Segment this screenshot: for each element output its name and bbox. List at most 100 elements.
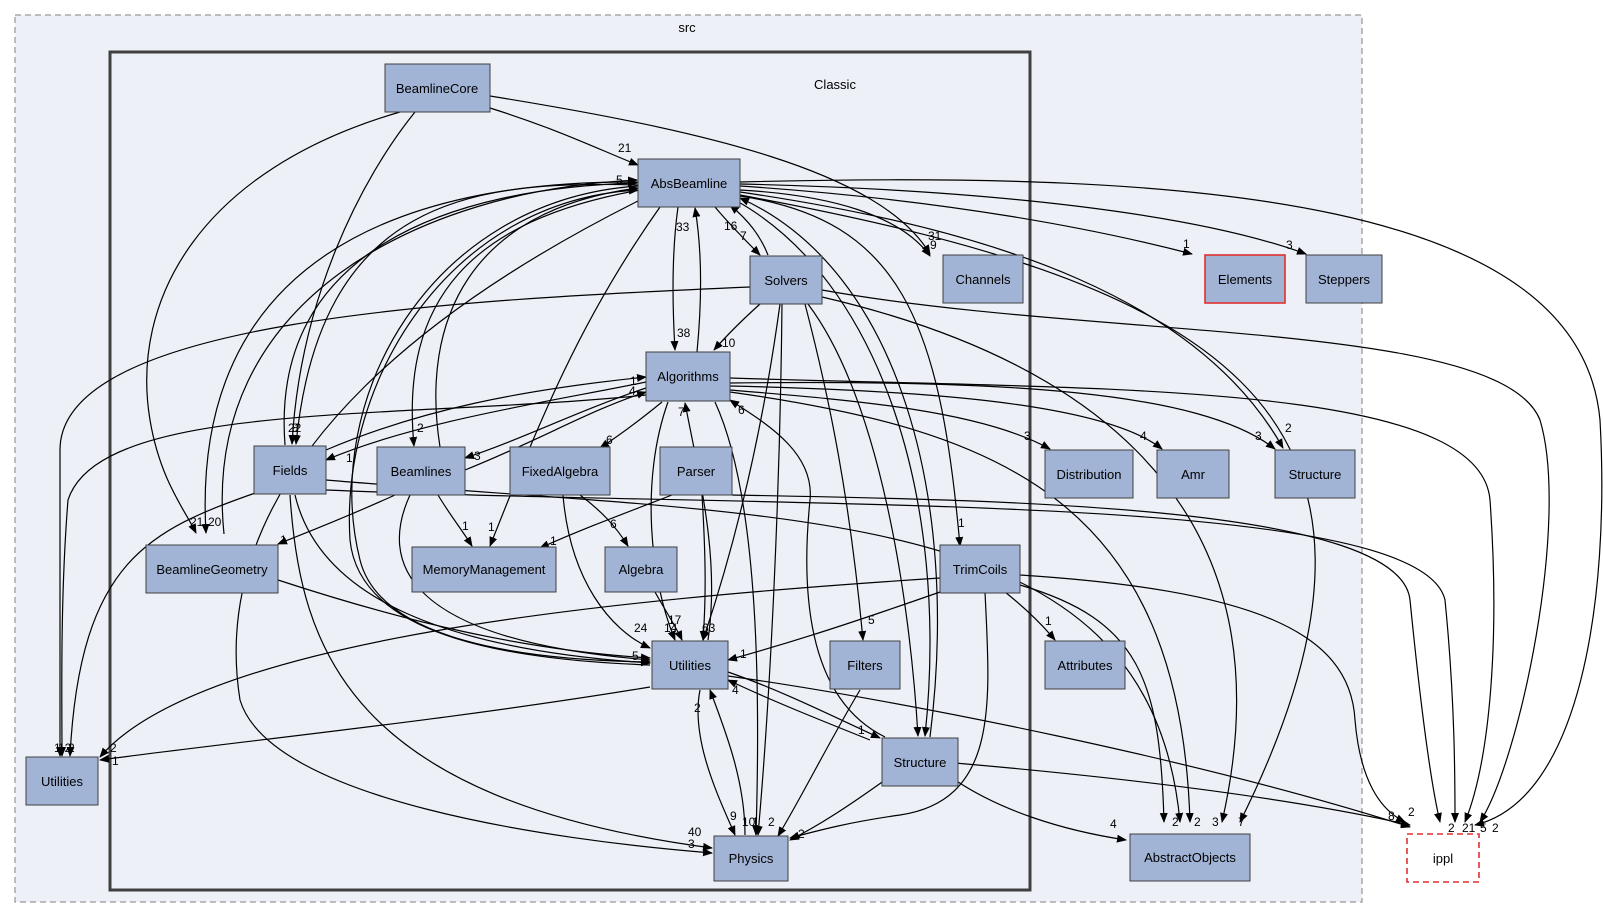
edge-label: 2 bbox=[417, 421, 424, 435]
edge-absbeamline-fields: 8 bbox=[292, 183, 639, 445]
node-trimcoils[interactable]: TrimCoils bbox=[939, 544, 1021, 594]
edge-structure-classic-ippl: 8 bbox=[954, 762, 1411, 827]
node-physics[interactable]: Physics bbox=[713, 835, 789, 882]
node-parser[interactable]: Parser bbox=[659, 446, 733, 496]
edge-filters-physics: 2 bbox=[768, 689, 861, 837]
node-label: Amr bbox=[1181, 467, 1206, 482]
node-structure-classic[interactable]: Structure bbox=[881, 737, 959, 787]
node-elements[interactable]: Elements bbox=[1204, 254, 1286, 304]
edge-label: 33 bbox=[676, 220, 690, 234]
edge-fields-algorithms: 1 bbox=[325, 373, 647, 451]
edge-label: 9 bbox=[730, 809, 737, 823]
edge-beamlinegeometry-absbeamline bbox=[221, 176, 638, 535]
edge-label: 2 bbox=[1448, 821, 1455, 835]
edge-label: 3 bbox=[474, 449, 481, 463]
edges-layer: 21 31 22 21 38 33 16 bbox=[54, 95, 1603, 857]
node-beamlines[interactable]: Beamlines bbox=[376, 446, 466, 496]
edge-label: 24 bbox=[634, 621, 648, 635]
node-distribution[interactable]: Distribution bbox=[1044, 449, 1134, 499]
edge-label: 1 bbox=[346, 451, 353, 465]
edge-label: 1 bbox=[54, 741, 61, 755]
node-fields[interactable]: Fields bbox=[253, 445, 327, 495]
edge-label: 4 bbox=[629, 384, 636, 398]
node-utilities-src[interactable]: Utilities bbox=[25, 756, 99, 806]
edge-absbeamline-channels: 9 bbox=[739, 189, 937, 257]
edge-fixedalgebra-utilities-classic: 24 bbox=[562, 494, 651, 649]
edge-algorithms-amr: 4 bbox=[729, 385, 1163, 450]
node-label: ippl bbox=[1433, 851, 1453, 866]
edge-label: 3 bbox=[1255, 429, 1262, 443]
cluster-src-label: src bbox=[678, 20, 696, 35]
node-label: Channels bbox=[956, 272, 1011, 287]
edge-fields-utilities-classic bbox=[294, 494, 651, 667]
node-utilities-classic[interactable]: Utilities bbox=[651, 640, 729, 690]
node-filters[interactable]: Filters bbox=[829, 640, 901, 690]
node-label: Fields bbox=[273, 463, 308, 478]
edge-label: 2 bbox=[1492, 821, 1499, 835]
node-label: Parser bbox=[677, 464, 716, 479]
edge-label: 40 bbox=[688, 825, 702, 839]
node-amr[interactable]: Amr bbox=[1156, 449, 1230, 499]
edge-label: 2 bbox=[68, 741, 75, 755]
node-channels[interactable]: Channels bbox=[942, 254, 1024, 304]
edge-label: 16 bbox=[724, 219, 738, 233]
node-solvers[interactable]: Solvers bbox=[749, 255, 823, 305]
node-algebra[interactable]: Algebra bbox=[604, 546, 678, 593]
edge-absbeamline-steppers: 3 bbox=[739, 183, 1307, 255]
node-ippl[interactable]: ippl bbox=[1406, 833, 1480, 883]
edge-trimcoils-utilities-src: 2 bbox=[99, 577, 941, 758]
edge-algorithms-beamlines: 3 bbox=[464, 387, 647, 463]
edge-trimcoils-physics bbox=[789, 591, 989, 840]
node-label: Distribution bbox=[1056, 467, 1121, 482]
edge-fields-ippl: 2 bbox=[325, 489, 1459, 835]
node-absbeamline[interactable]: AbsBeamline bbox=[637, 158, 741, 208]
nodes-layer: BeamlineCore AbsBeamline Solvers Channel… bbox=[25, 63, 1480, 883]
edge-absbeamline-algorithms: 38 bbox=[670, 206, 691, 351]
edge-label: 5 bbox=[632, 649, 639, 663]
edge-physics-utilities-classic: 2 bbox=[694, 689, 746, 836]
node-beamlinecore[interactable]: BeamlineCore bbox=[384, 63, 491, 113]
edge-label: 21 bbox=[618, 141, 632, 155]
edge-solvers-absbeamline: 7 bbox=[729, 204, 769, 256]
edge-structure-classic-abstractobjects: 4 bbox=[954, 779, 1127, 843]
edge-label: 2 bbox=[1194, 815, 1201, 829]
edge-parser-memorymanagement: 1 bbox=[539, 494, 673, 549]
edge-label: 3 bbox=[1212, 815, 1219, 829]
node-label: Physics bbox=[729, 851, 774, 866]
edge-utilities-classic-absbeamline bbox=[348, 186, 651, 666]
node-beamlinegeometry[interactable]: BeamlineGeometry bbox=[145, 544, 279, 594]
edge-trimcoils-abstractobjects bbox=[1019, 584, 1168, 823]
edge-label: 2 bbox=[768, 815, 775, 829]
cluster-classic-label: Classic bbox=[814, 77, 856, 92]
edge-label: 2 bbox=[1285, 421, 1292, 435]
node-abstractobjects[interactable]: AbstractObjects bbox=[1129, 833, 1251, 882]
edge-absbeamline-structure-src: 2 bbox=[739, 191, 1292, 449]
edge-label: 1 bbox=[462, 519, 469, 533]
edge-label: 1 bbox=[280, 533, 287, 547]
edge-label: 21 bbox=[1462, 821, 1476, 835]
edge-label: 2 bbox=[110, 741, 117, 755]
edge-label: 2 bbox=[798, 827, 805, 841]
edge-utilities-classic-algorithms: 7 bbox=[678, 402, 713, 641]
node-label: Beamlines bbox=[391, 464, 452, 479]
edge-absbeamline-solvers: 16 bbox=[714, 206, 761, 256]
edge-solvers-utilities-src: 1 bbox=[54, 286, 751, 757]
edge-label: 2 bbox=[694, 701, 701, 715]
edge-label: 8 bbox=[292, 421, 299, 435]
edge-fields-utilities-src: 2 bbox=[66, 491, 259, 757]
node-structure-src[interactable]: Structure bbox=[1274, 449, 1356, 499]
node-steppers[interactable]: Steppers bbox=[1305, 254, 1383, 304]
edge-label: 7 bbox=[1238, 815, 1245, 829]
edge-trimcoils-attributes: 1 bbox=[1004, 591, 1056, 641]
node-algorithms[interactable]: Algorithms bbox=[645, 351, 731, 402]
edge-label: 4 bbox=[1110, 817, 1117, 831]
edge-solvers-ippl: 5 bbox=[821, 289, 1550, 835]
node-memorymanagement[interactable]: MemoryManagement bbox=[411, 546, 557, 593]
edge-label: 1 bbox=[858, 723, 865, 737]
edge-label: 6 bbox=[738, 403, 745, 417]
node-attributes[interactable]: Attributes bbox=[1044, 640, 1126, 690]
edge-utilities-classic-ippl bbox=[727, 675, 1411, 829]
edge-label: 3 bbox=[688, 837, 695, 851]
edge-solvers-filters: 5 bbox=[804, 303, 875, 641]
node-fixedalgebra[interactable]: FixedAlgebra bbox=[509, 446, 611, 496]
